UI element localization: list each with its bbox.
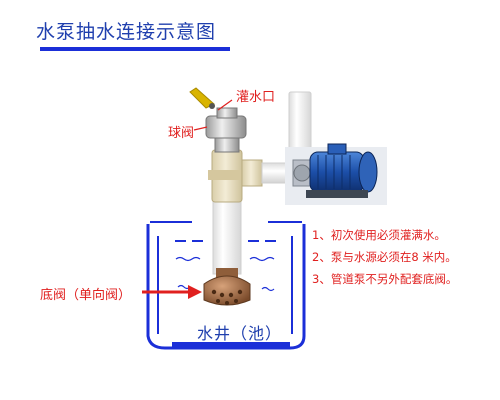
outlet-pipe: [288, 91, 312, 151]
tee-collar: [208, 170, 246, 180]
fill-port-label: 灌水口: [236, 90, 276, 105]
ball-valve-pointer: [193, 126, 208, 131]
foot-valve-arrow: [142, 285, 202, 299]
well-label: 水井（池）: [197, 324, 283, 343]
suction-pipe: [212, 197, 242, 275]
ball-valve: [189, 87, 247, 153]
title-underline: [40, 47, 230, 51]
ball-valve-label: 球阀: [168, 126, 195, 141]
foot-valve-label: 底阀（单向阀）: [40, 288, 132, 303]
water-ripples: [175, 256, 275, 292]
diagram-title: 水泵抽水连接示意图: [36, 21, 217, 43]
water-pump: [292, 143, 378, 198]
well: [146, 224, 306, 350]
fill-port-pointer: [217, 99, 233, 111]
well-base: [172, 342, 290, 347]
note-1: 1、初次使用必须灌满水。: [312, 228, 446, 242]
instruction-notes: 1、初次使用必须灌满水。 2、泵与水源必须在8 米内。 3、管道泵不另外配套底阀…: [312, 224, 457, 290]
note-3: 3、管道泵不另外配套底阀。: [312, 272, 458, 286]
tee-branch: [241, 159, 263, 187]
foot-valve: [203, 268, 251, 306]
note-2: 2、泵与水源必须在8 米内。: [312, 250, 457, 264]
